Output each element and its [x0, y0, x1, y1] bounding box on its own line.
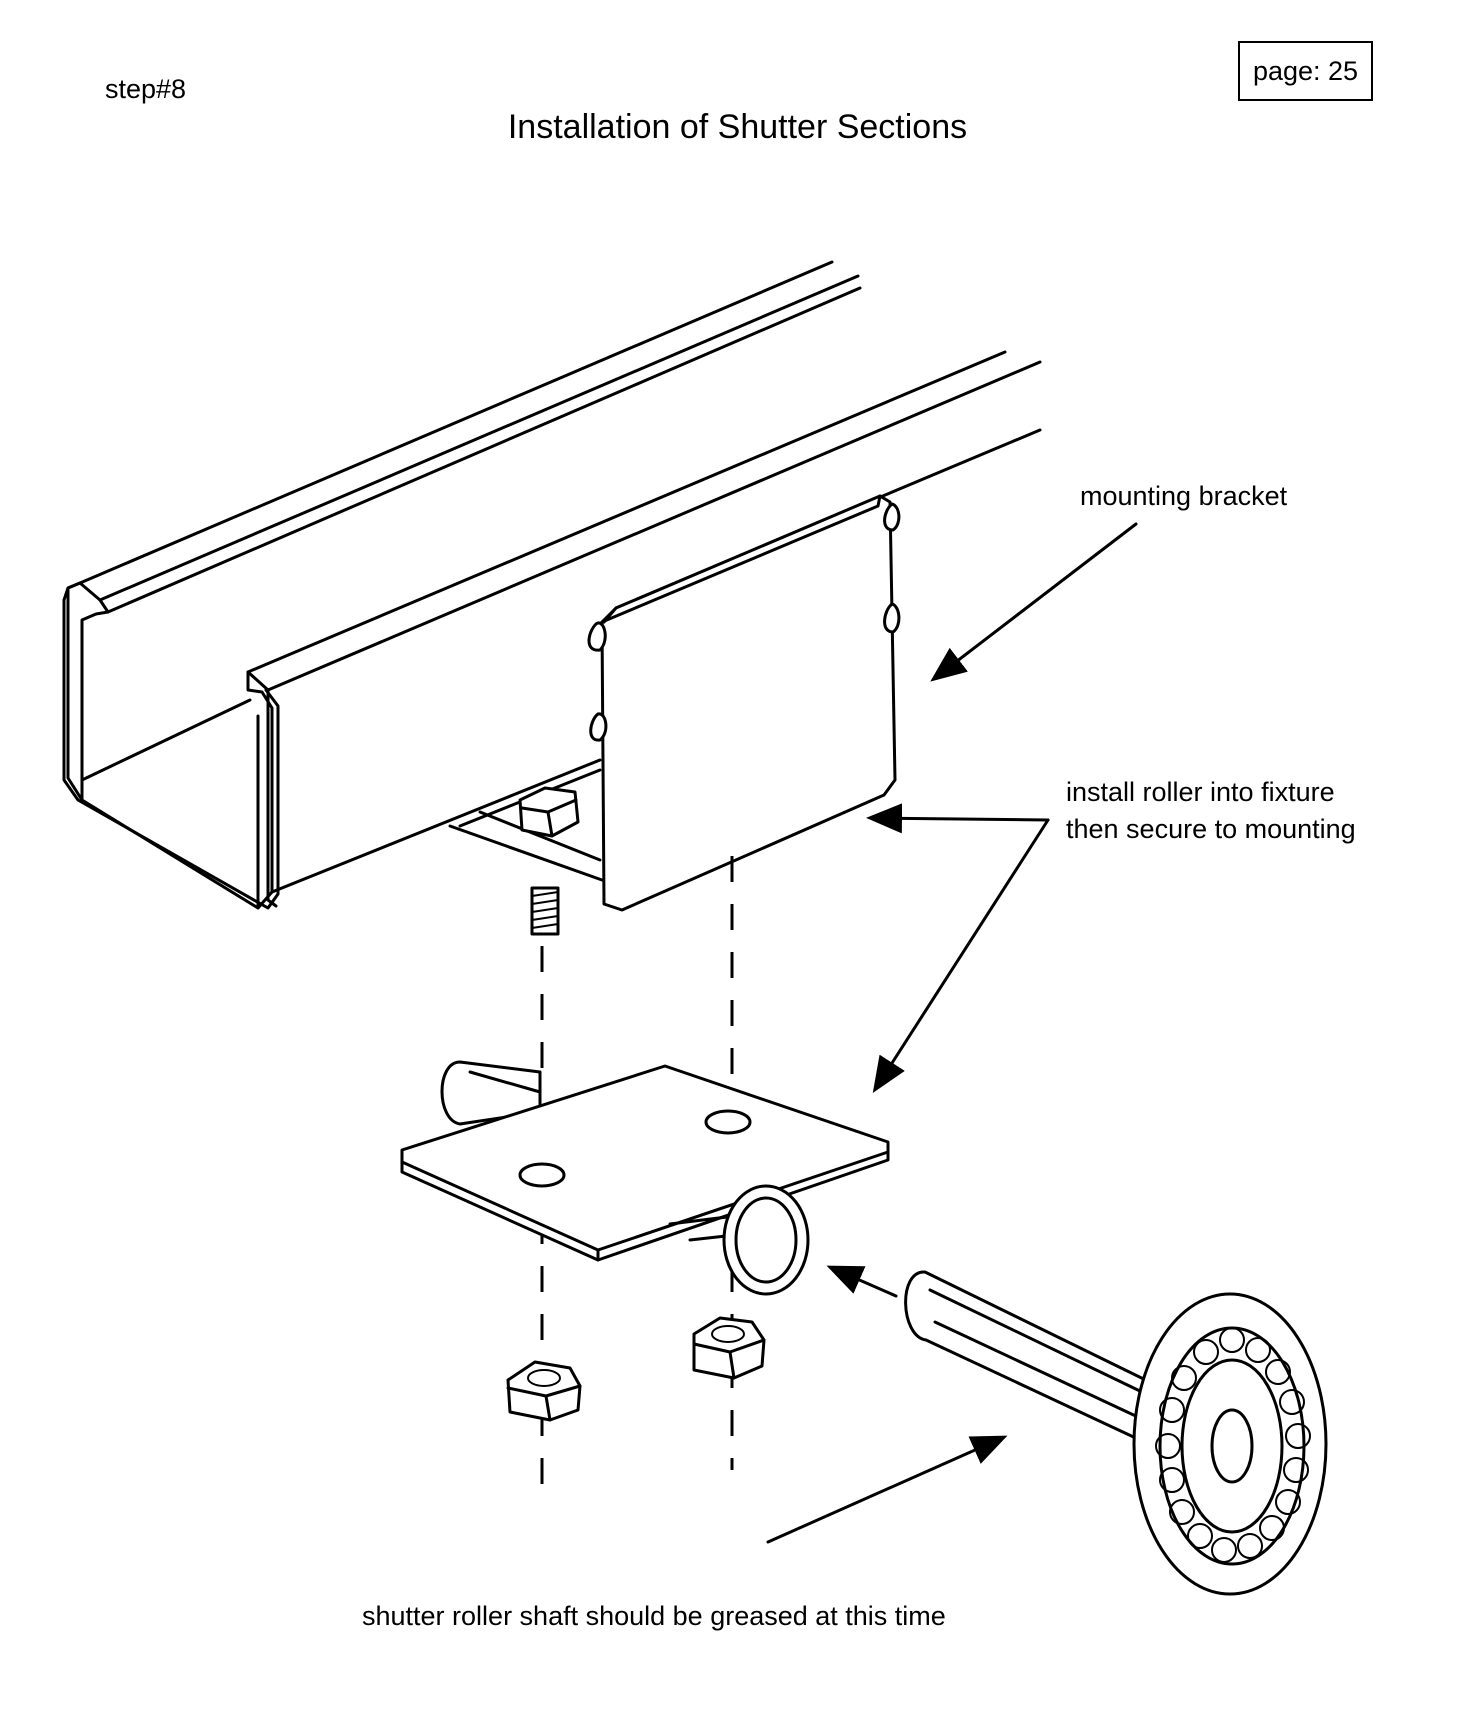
- bolt: [518, 786, 580, 936]
- hex-nut-right: [692, 1316, 766, 1380]
- mounting-bracket: [448, 494, 901, 912]
- page-number-box: page: 25: [1238, 41, 1373, 101]
- mounting-bracket-label: mounting bracket: [1080, 481, 1288, 511]
- shutter-roller: [904, 1270, 1328, 1596]
- install-roller-label-line2: then secure to mounting: [1066, 814, 1356, 844]
- page-title: Installation of Shutter Sections: [507, 108, 968, 146]
- hex-nut-left: [506, 1360, 582, 1422]
- callout-arrows: [766, 522, 1138, 1544]
- grease-note-label: shutter roller shaft should be greased a…: [362, 1601, 946, 1631]
- step-label: step#8: [105, 74, 187, 104]
- install-roller-label-line1: install roller into fixture: [1066, 777, 1335, 807]
- roller-fixture-plate: [400, 1060, 890, 1296]
